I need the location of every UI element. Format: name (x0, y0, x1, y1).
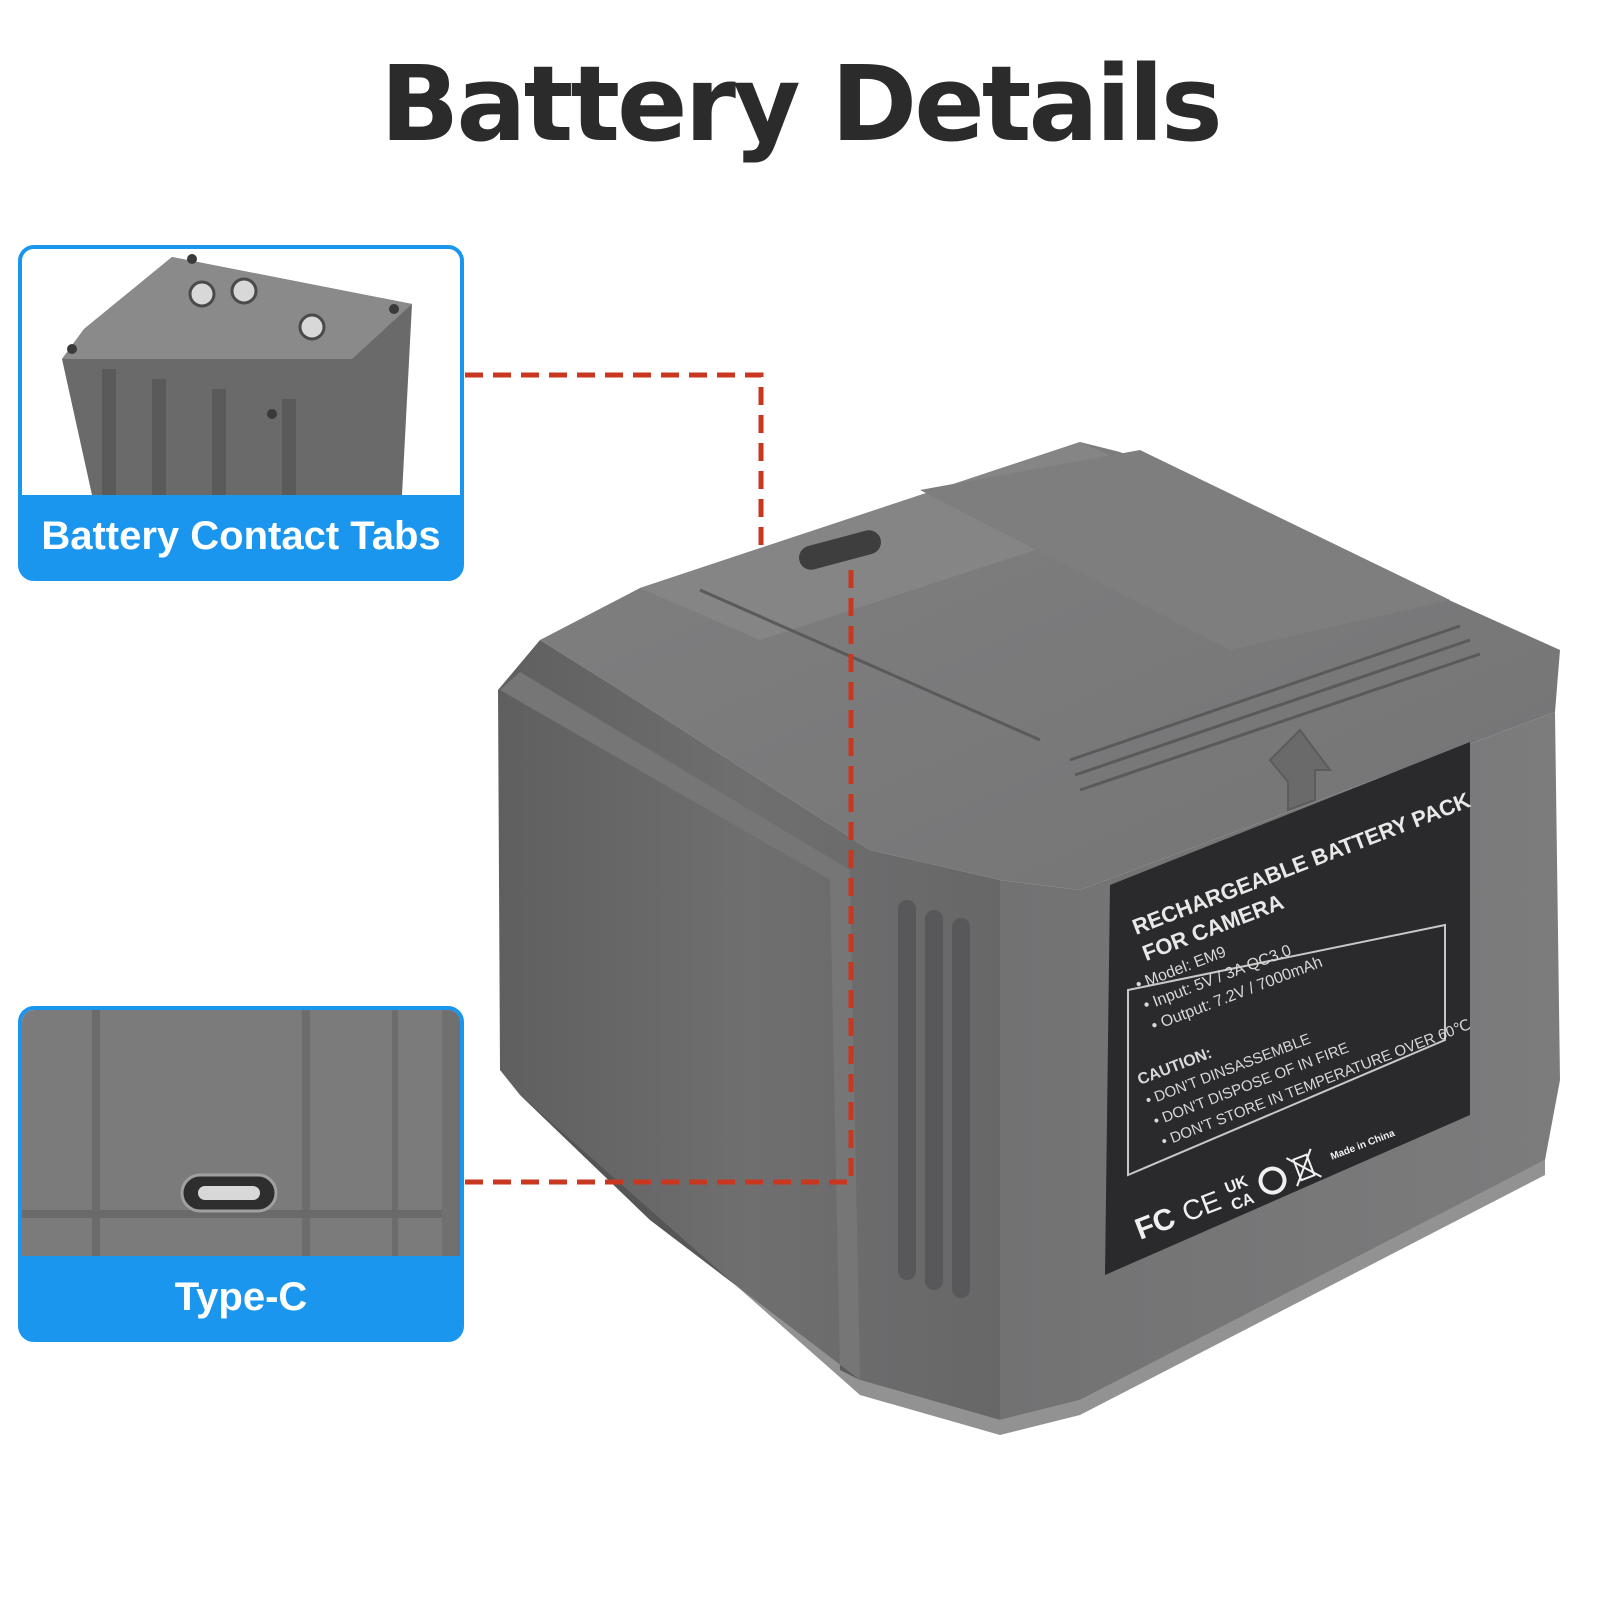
contact-tabs-photo (22, 249, 460, 495)
callout-label-type-c: Type-C (174, 1274, 308, 1319)
battery-front-face (498, 640, 1000, 1420)
usb-c-port-icon (180, 1173, 278, 1213)
contact-tab (188, 277, 326, 341)
callout-type-c: Type-C (18, 1006, 464, 1342)
page-title: Battery Details (380, 43, 1223, 165)
battery-label-panel (1105, 742, 1470, 1275)
top-usb-port (799, 530, 881, 570)
callout-contact-tabs: Battery Contact Tabs (18, 245, 464, 581)
callout-label-contact-tabs: Battery Contact Tabs (41, 513, 441, 558)
recycle-icon (1258, 1166, 1287, 1195)
weee-bin-icon (1285, 1148, 1322, 1187)
callout-line-typec (465, 565, 854, 1185)
callout-line-contacts (465, 372, 764, 548)
type-c-port-photo (22, 1010, 460, 1256)
